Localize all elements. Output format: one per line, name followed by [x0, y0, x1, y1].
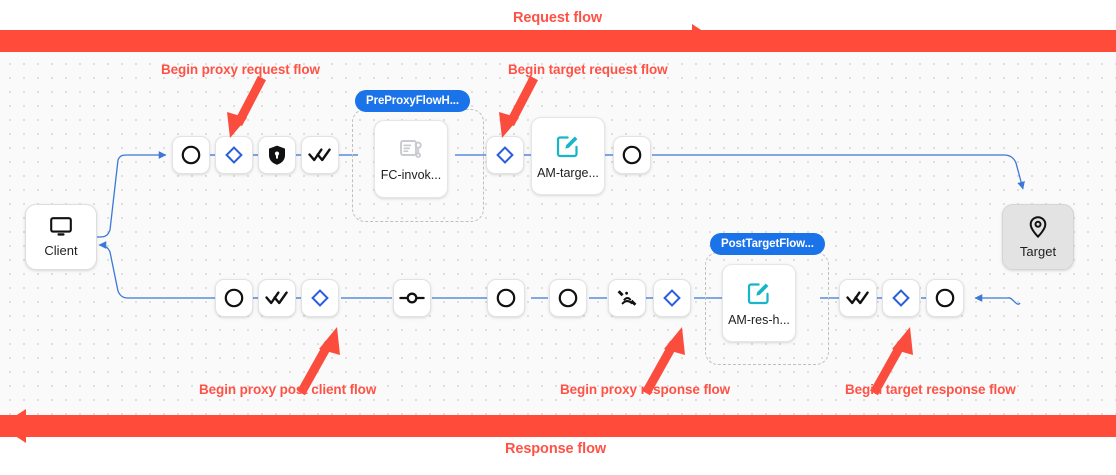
step-node-rs-5[interactable] [487, 279, 525, 317]
policy-node-am-res-h[interactable]: AM-res-h... [722, 264, 801, 347]
circle-icon [934, 287, 956, 309]
step-node-rq-5[interactable] [486, 136, 524, 174]
circle-icon [557, 287, 579, 309]
step-node-rs-11[interactable] [926, 279, 964, 317]
flow-canvas[interactable]: Client Target [0, 52, 1116, 415]
step-node-rq-6[interactable] [613, 136, 651, 174]
annotation-arrow-begin-proxy-request [227, 75, 266, 138]
step-node-rs-1[interactable] [215, 279, 253, 317]
diamond-icon [891, 288, 911, 308]
policy-node-fc-invoke[interactable]: FC-invok... [374, 120, 453, 203]
diamond-icon [224, 145, 244, 165]
target-node-label: Target [1019, 244, 1057, 259]
double-check-icon [265, 289, 289, 307]
request-flow-band [0, 30, 1116, 52]
target-node[interactable]: Target [1002, 204, 1074, 270]
response-flow-band [0, 415, 1116, 437]
assign-message-icon [555, 133, 581, 159]
double-check-icon [308, 146, 332, 164]
step-node-rs-4[interactable] [393, 279, 431, 317]
step-node-rq-2[interactable] [215, 136, 253, 174]
step-node-rs-6[interactable] [549, 279, 587, 317]
step-node-rs-3[interactable] [301, 279, 339, 317]
diamond-icon [495, 145, 515, 165]
circle-icon [223, 287, 245, 309]
annotation-label-begin-proxy-request: Begin proxy request flow [161, 62, 320, 77]
step-node-rs-2[interactable] [258, 279, 296, 317]
request-flow-label: Request flow [513, 10, 603, 26]
step-node-rs-7[interactable] [608, 279, 646, 317]
annotation-label-begin-proxy-response: Begin proxy response flow [560, 382, 731, 397]
policy-node-am-target[interactable]: AM-targe... [531, 117, 605, 195]
step-node-rq-3[interactable] [258, 136, 296, 174]
step-node-rs-10[interactable] [882, 279, 920, 317]
annotation-arrow-begin-proxy-response [642, 327, 685, 396]
policy-node-label: FC-invok... [380, 167, 442, 182]
diamond-icon [310, 288, 330, 308]
shield-lock-icon [267, 144, 287, 166]
client-node-label: Client [44, 243, 78, 258]
flow-group-chip-preproxyflowhook[interactable]: PreProxyFlowH... [355, 90, 470, 112]
route-node-icon [399, 290, 425, 306]
step-node-rs-9[interactable] [839, 279, 877, 317]
monitor-icon [49, 216, 73, 238]
annotation-arrow-begin-proxy-post-client [297, 327, 340, 396]
response-flow-label: Response flow [505, 441, 607, 457]
response-flow-arrow-icon [0, 409, 26, 443]
flow-group-chip-posttargetflowhook[interactable]: PostTargetFlow... [710, 233, 825, 255]
circle-icon [621, 144, 643, 166]
script-policy-icon [399, 137, 424, 161]
double-check-icon [846, 289, 870, 307]
location-pin-icon [1028, 215, 1048, 239]
annotation-label-begin-proxy-post-client: Begin proxy post client flow [199, 382, 377, 397]
assign-message-icon [746, 280, 772, 306]
edge-layer [95, 151, 1025, 305]
signal-icon [615, 287, 639, 309]
circle-icon [180, 144, 202, 166]
annotation-arrow-begin-target-request [499, 75, 538, 138]
annotation-label-begin-target-request: Begin target request flow [508, 62, 668, 77]
diamond-icon [662, 288, 682, 308]
annotation-arrow-begin-target-response [870, 327, 913, 396]
policy-node-label: AM-res-h... [728, 312, 790, 327]
circle-icon [495, 287, 517, 309]
step-node-rq-4[interactable] [301, 136, 339, 174]
annotation-label-begin-target-response: Begin target response flow [845, 382, 1016, 397]
step-node-rq-1[interactable] [172, 136, 210, 174]
client-node[interactable]: Client [25, 204, 97, 270]
step-node-rs-8[interactable] [653, 279, 691, 317]
policy-node-label: AM-targe... [537, 165, 599, 180]
